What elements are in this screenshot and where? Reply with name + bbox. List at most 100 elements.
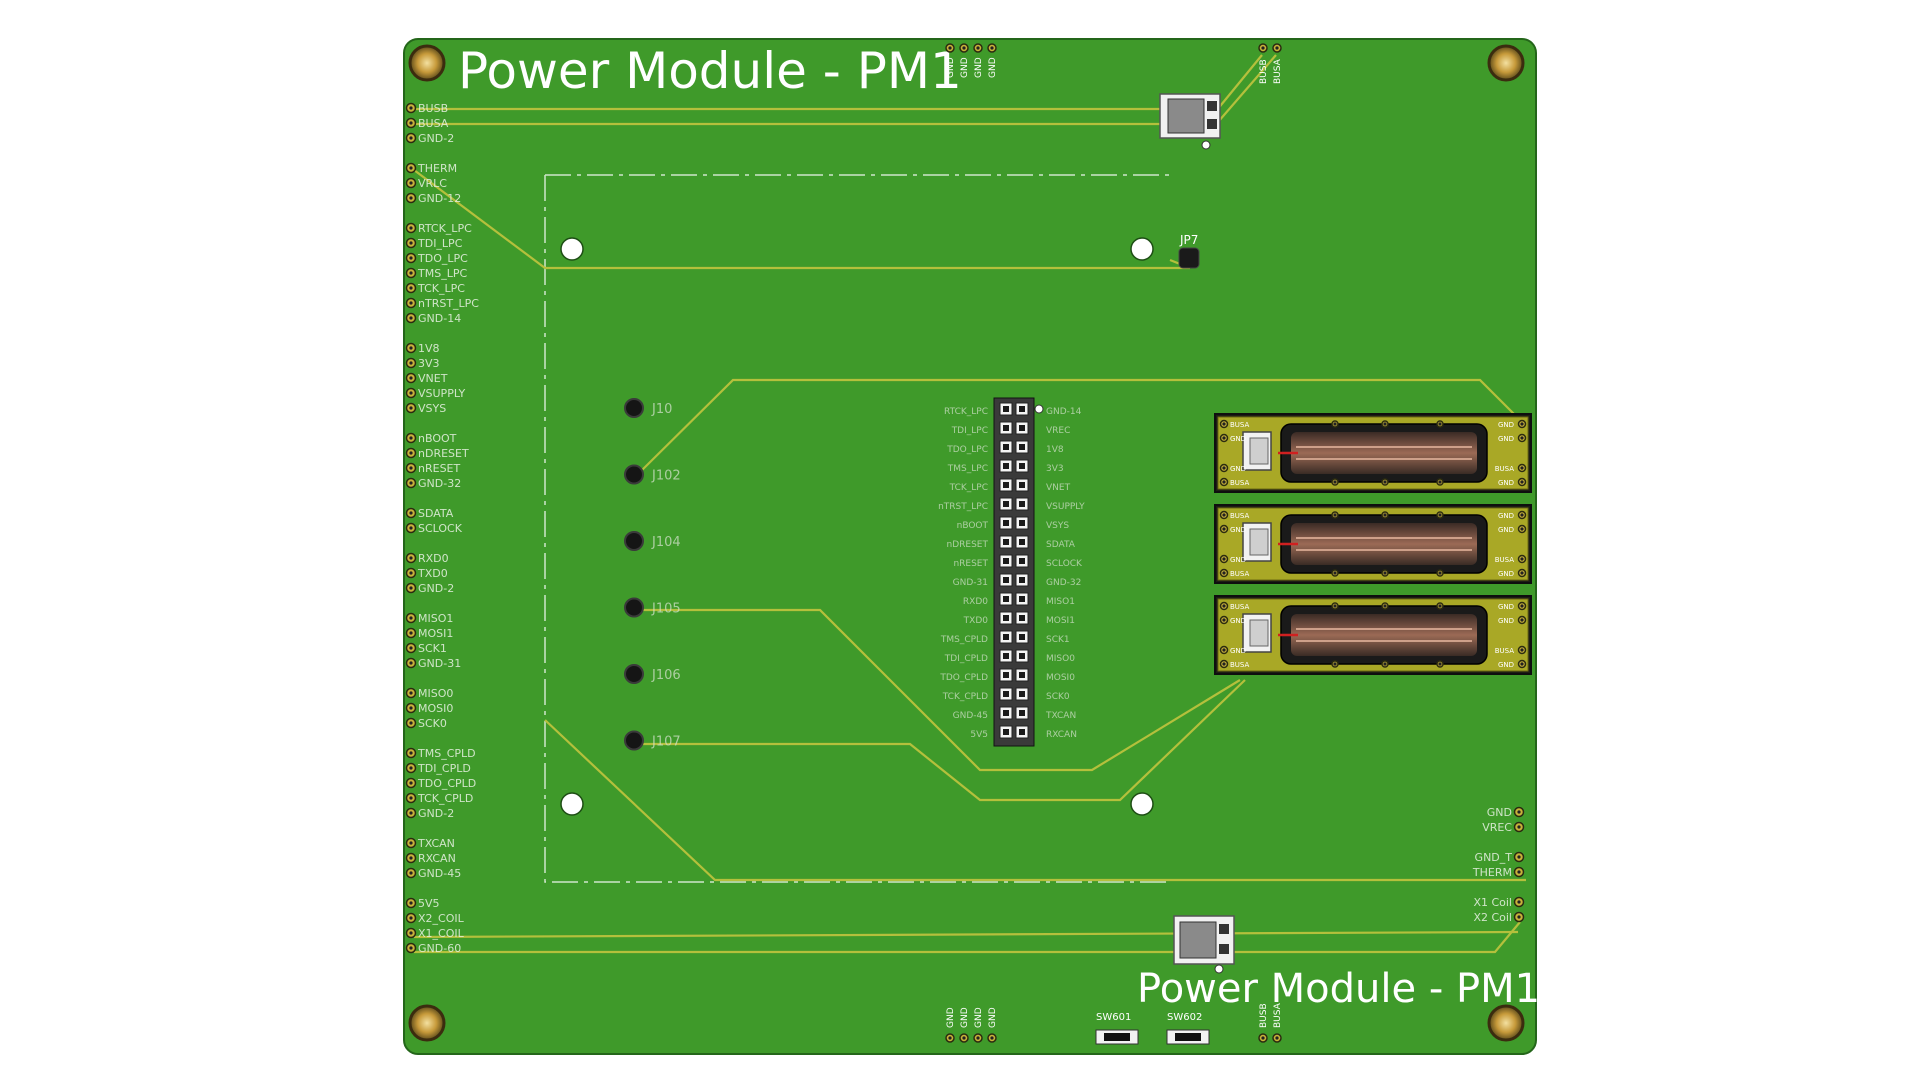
module-pin-label: BUSA	[1230, 479, 1249, 487]
module-pin-label: BUSA	[1230, 512, 1249, 520]
pin-label: VSUPPLY	[418, 387, 465, 400]
pcb-outline	[403, 38, 1537, 1055]
connector-bottom	[1173, 915, 1235, 974]
header-pin-label: MISO1	[1046, 597, 1075, 607]
pin-label: 5V5	[418, 897, 440, 910]
pin-label: TCK_CPLD	[417, 792, 473, 805]
pin-label: RTCK_LPC	[418, 222, 472, 235]
mounting-hole	[1130, 792, 1154, 816]
screw-icon	[1487, 44, 1525, 82]
pin-label: X2_COIL	[418, 912, 465, 925]
pin-label: GND-45	[418, 867, 461, 880]
header-pin-label: RTCK_LPC	[944, 407, 988, 417]
pin-label: MISO1	[418, 612, 453, 625]
pin-label: GND-32	[418, 477, 461, 490]
pin-label: VRLC	[418, 177, 447, 190]
pin-label: GND	[946, 1007, 956, 1028]
test-point-label: J107	[651, 735, 681, 750]
pin-label: TDI_LPC	[417, 237, 463, 250]
test-point	[624, 664, 644, 684]
test-point	[624, 398, 644, 418]
header-pin-label: TMS_LPC	[947, 464, 988, 474]
module-pin-label: BUSA	[1495, 647, 1514, 655]
pin-label: TXCAN	[417, 837, 455, 850]
pin-label: nBOOT	[418, 432, 457, 445]
mounting-hole	[1130, 237, 1154, 261]
module-pin-label: GND	[1498, 570, 1514, 578]
header-right-labels: GND-14VREC1V83V3VNETVSUPPLYVSYSSDATASCLO…	[1045, 407, 1085, 740]
pin-label: BUSB	[1259, 59, 1269, 84]
pin-label: GND	[946, 57, 956, 78]
pin-label: TCK_LPC	[417, 282, 465, 295]
header-pin-label: GND-32	[1046, 578, 1081, 588]
pin-label: BUSB	[1259, 1003, 1269, 1028]
module-pin-label: GND	[1498, 479, 1514, 487]
header-pin-label: VREC	[1046, 426, 1070, 436]
pin-label: nTRST_LPC	[418, 297, 479, 310]
pin-label: RXD0	[418, 552, 449, 565]
header-pin-label: RXD0	[963, 597, 988, 607]
module-pin-label: GND	[1230, 617, 1246, 625]
pin-label: BUSA	[418, 117, 449, 130]
header-pin-label: RXCAN	[1046, 730, 1077, 740]
header-pin-label: TCK_CPLD	[942, 692, 988, 702]
test-point-label: J105	[651, 602, 681, 617]
pin-label: TDO_LPC	[417, 252, 468, 265]
jumper-label: JP7	[1179, 233, 1198, 247]
header-pin-label: SCLOCK	[1046, 559, 1083, 569]
pin-label: GND-2	[418, 807, 454, 820]
pin-label: GND	[988, 1007, 998, 1028]
pin-label: TDO_CPLD	[417, 777, 476, 790]
module-pin-label: BUSA	[1230, 570, 1249, 578]
test-point-label: J104	[651, 535, 681, 550]
corner-screws	[408, 44, 1525, 1042]
header-pin-label: SCK0	[1046, 692, 1070, 702]
test-point	[624, 597, 644, 618]
pin-label: SCLOCK	[418, 522, 463, 535]
header-pin-label: nBOOT	[957, 521, 989, 531]
pin-label: GND	[988, 57, 998, 78]
module-pin-label: BUSA	[1230, 603, 1249, 611]
pin-label: GND-2	[418, 582, 454, 595]
header-pin-label: TDI_CPLD	[944, 654, 988, 664]
module-pin-label: GND	[1498, 661, 1514, 669]
pin-label: GND	[1487, 806, 1512, 819]
mounting-hole	[560, 792, 584, 816]
module-pin-label: BUSA	[1230, 661, 1249, 669]
pin-label: X2 Coil	[1473, 911, 1512, 924]
header-pin-label: nRESET	[953, 559, 988, 569]
pin-label: GND-60	[418, 942, 461, 955]
mounting-holes	[560, 237, 1154, 816]
pin-label: VNET	[418, 372, 448, 385]
module-pin-label: BUSA	[1495, 465, 1514, 473]
pin-label: 1V8	[418, 342, 440, 355]
keepout-outline	[544, 174, 1170, 883]
header-pin-label: MOSI0	[1046, 673, 1075, 683]
switch-label: SW601	[1096, 1012, 1131, 1023]
pin-label: SDATA	[418, 507, 454, 520]
header-pin-label: 3V3	[1046, 464, 1064, 474]
screw-icon	[408, 44, 446, 82]
module-pin-label: GND	[1498, 603, 1514, 611]
pin-label: GND-12	[418, 192, 461, 205]
pin-label: TDI_CPLD	[417, 762, 471, 775]
pin-label: MOSI0	[418, 702, 453, 715]
jumper-jp7: JP7	[1178, 233, 1200, 269]
pin-label: MISO0	[418, 687, 453, 700]
pin-label: GND-14	[418, 312, 461, 325]
pin-label: GND_T	[1475, 851, 1513, 864]
header-pin-label: MOSI1	[1046, 616, 1075, 626]
pin-label: 3V3	[418, 357, 440, 370]
pin-label: SCK1	[418, 642, 447, 655]
pin-label: THERM	[1472, 866, 1512, 879]
pin-label: VSYS	[418, 402, 446, 415]
header-pin-label: SCK1	[1046, 635, 1070, 645]
